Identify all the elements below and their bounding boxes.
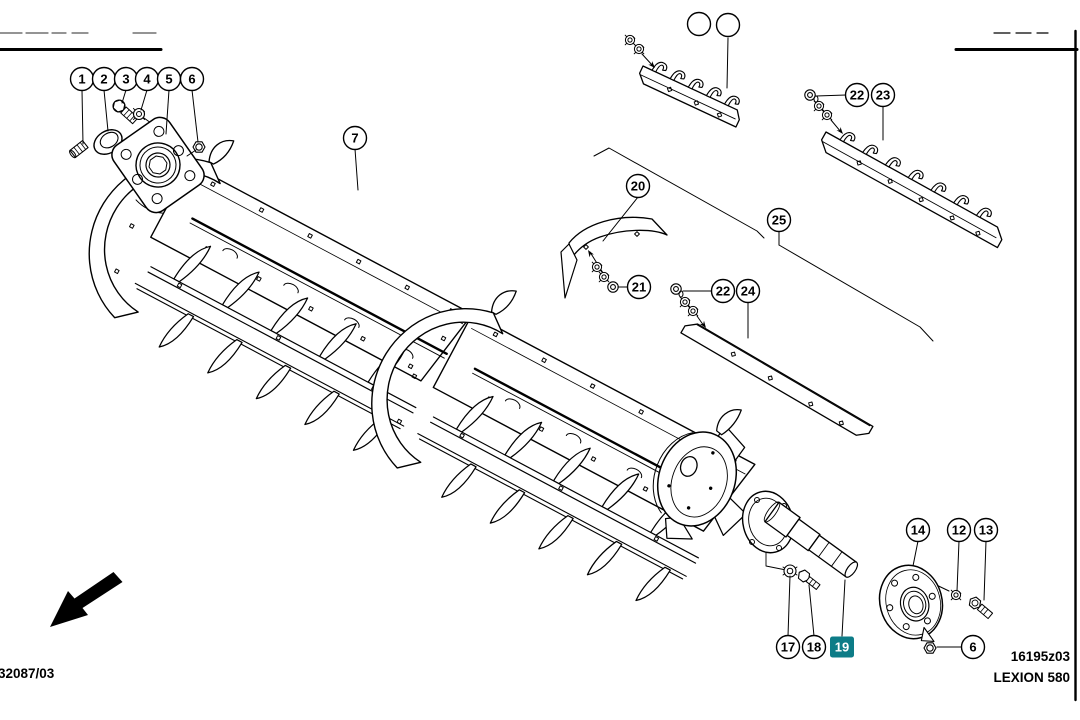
svg-text:24: 24 [741, 284, 756, 299]
callout-cut [715, 12, 741, 89]
strip-top-washer [633, 43, 645, 55]
callout-6[interactable]: 6 [179, 66, 205, 143]
svg-text:23: 23 [876, 88, 890, 103]
callout-20[interactable]: 20 [602, 173, 651, 242]
callout-17[interactable]: 17 [775, 575, 801, 660]
callout-2[interactable]: 2 [91, 66, 117, 132]
flat-strip-middle [670, 283, 874, 436]
direction-arrow [50, 572, 123, 627]
callout-25[interactable]: 25 [766, 207, 792, 246]
callout-24[interactable]: 24 [735, 278, 761, 339]
strip-top-lock-washer [624, 34, 636, 46]
svg-text:14: 14 [911, 523, 926, 538]
serrated-strip-right [804, 89, 1003, 249]
svg-text:5: 5 [165, 72, 172, 87]
curved-wear-plate [560, 216, 668, 299]
callout-23[interactable]: 23 [870, 82, 896, 141]
bearing-flange-assembly [69, 99, 206, 214]
page-border-lines [0, 29, 1079, 702]
svg-text:22: 22 [716, 284, 730, 299]
svg-text:7: 7 [351, 131, 358, 146]
callout-1[interactable]: 1 [69, 66, 95, 145]
drum-end-disc [652, 409, 747, 540]
image-code: 16195z03 [1011, 649, 1071, 664]
shaft-bolt [797, 569, 821, 590]
svg-text:6: 6 [188, 72, 195, 87]
svg-text:20: 20 [631, 179, 645, 194]
model-name: LEXION 580 [993, 670, 1070, 685]
svg-text:22: 22 [850, 88, 864, 103]
callout-21[interactable]: 21 [617, 274, 652, 300]
serrated-strip-top [624, 34, 742, 128]
callout-18[interactable]: 18 [801, 584, 827, 660]
callout-3[interactable]: 3 [113, 66, 139, 104]
hub-nut [923, 642, 937, 654]
callout-12[interactable]: 12 [946, 517, 972, 592]
stub-shaft-assembly [741, 490, 859, 590]
hub-bolt [968, 596, 994, 620]
svg-text:2: 2 [100, 72, 107, 87]
wear-plate-bolt [607, 281, 619, 293]
callout-6[interactable]: 6 [936, 634, 986, 660]
svg-text:25: 25 [772, 213, 786, 228]
callout-22[interactable]: 22 [682, 278, 736, 304]
bearing-housing [111, 116, 205, 214]
svg-text:17: 17 [781, 640, 795, 655]
svg-text:21: 21 [632, 280, 646, 295]
svg-text:18: 18 [807, 640, 821, 655]
svg-text:12: 12 [952, 523, 966, 538]
callout-22[interactable]: 22 [815, 82, 870, 108]
svg-text:6: 6 [969, 640, 976, 655]
callout-14[interactable]: 14 [905, 517, 931, 567]
callout-4[interactable]: 4 [134, 66, 160, 111]
drawing-number: 32087/03 [0, 666, 55, 681]
svg-text:3: 3 [122, 72, 129, 87]
callout-7[interactable]: 7 [342, 125, 368, 191]
svg-text:13: 13 [979, 523, 993, 538]
callout-cut [686, 11, 712, 37]
svg-text:1: 1 [78, 72, 85, 87]
shaft-nut [782, 564, 798, 578]
hub-washer [950, 589, 962, 601]
svg-text:4: 4 [143, 72, 151, 87]
lock-washer [132, 107, 146, 121]
hub-assembly [878, 564, 994, 654]
svg-text:19: 19 [835, 640, 849, 655]
callout-13[interactable]: 13 [973, 517, 999, 601]
callout-19[interactable]: 19 [830, 579, 854, 658]
callout-25-reference-line [593, 147, 934, 342]
set-screw [69, 139, 89, 159]
